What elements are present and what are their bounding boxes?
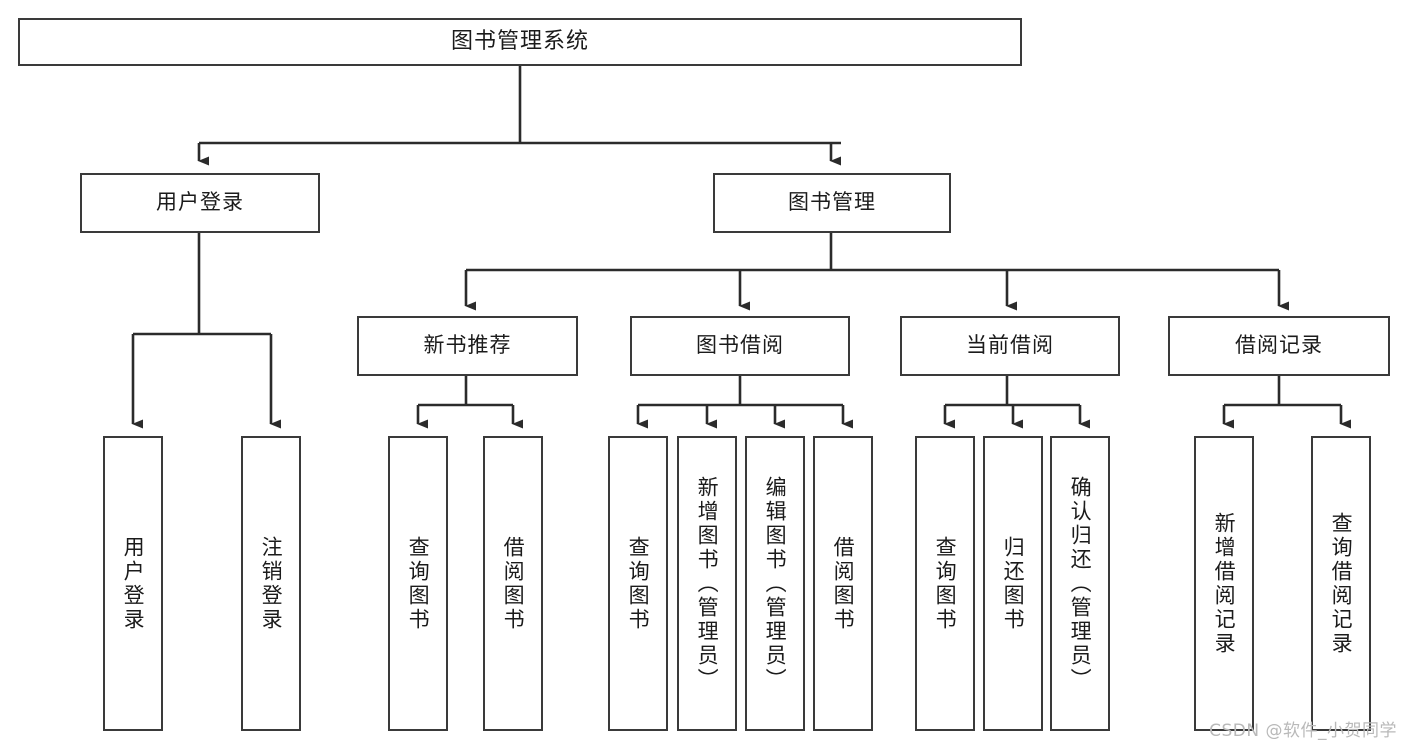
node-borrow-record-label: 借阅记录 [1235,333,1323,358]
node-leaf-edit-book[interactable]: 编辑图书（管理员） [745,436,805,731]
node-root-label: 图书管理系统 [450,28,589,54]
node-leaf-query-book-2[interactable]: 查询图书 [608,436,668,731]
node-leaf-borrow-book-2[interactable]: 借阅图书 [813,436,873,731]
node-leaf-query-book-3-label: 查询图书 [933,535,958,632]
watermark: CSDN @软件_小贺同学 [1209,721,1397,741]
node-leaf-edit-book-label: 编辑图书（管理员） [763,475,788,692]
node-book-management[interactable]: 图书管理 [713,173,951,233]
node-leaf-add-record-label: 新增借阅记录 [1212,511,1237,656]
node-current-borrow[interactable]: 当前借阅 [900,316,1120,376]
node-leaf-add-record[interactable]: 新增借阅记录 [1194,436,1254,731]
node-leaf-borrow-book-1-label: 借阅图书 [501,535,526,632]
node-leaf-query-record-label: 查询借阅记录 [1329,511,1354,656]
node-leaf-borrow-book-2-label: 借阅图书 [831,535,856,632]
node-new-book-recommend-label: 新书推荐 [423,333,512,358]
node-leaf-query-record[interactable]: 查询借阅记录 [1311,436,1371,731]
node-leaf-user-login-label: 用户登录 [121,535,146,632]
node-leaf-return-book-label: 归还图书 [1001,535,1026,632]
node-user-login[interactable]: 用户登录 [80,173,320,233]
node-root[interactable]: 图书管理系统 [18,18,1022,66]
node-borrow-record[interactable]: 借阅记录 [1168,316,1390,376]
node-book-borrow-label: 图书借阅 [696,333,784,358]
node-leaf-query-book-1[interactable]: 查询图书 [388,436,448,731]
node-leaf-query-book-3[interactable]: 查询图书 [915,436,975,731]
node-leaf-logout-login-label: 注销登录 [259,535,284,632]
node-user-login-label: 用户登录 [156,190,244,215]
node-leaf-query-book-1-label: 查询图书 [406,535,431,632]
node-leaf-query-book-2-label: 查询图书 [626,535,651,632]
node-leaf-add-book-label: 新增图书（管理员） [695,475,720,692]
node-new-book-recommend[interactable]: 新书推荐 [357,316,578,376]
node-book-borrow[interactable]: 图书借阅 [630,316,850,376]
node-leaf-borrow-book-1[interactable]: 借阅图书 [483,436,543,731]
node-leaf-confirm-return-label: 确认归还（管理员） [1068,475,1093,692]
node-leaf-return-book[interactable]: 归还图书 [983,436,1043,731]
node-leaf-user-login[interactable]: 用户登录 [103,436,163,731]
node-book-management-label: 图书管理 [788,190,876,215]
node-leaf-confirm-return[interactable]: 确认归还（管理员） [1050,436,1110,731]
node-current-borrow-label: 当前借阅 [966,333,1054,358]
node-leaf-add-book[interactable]: 新增图书（管理员） [677,436,737,731]
node-leaf-logout-login[interactable]: 注销登录 [241,436,301,731]
